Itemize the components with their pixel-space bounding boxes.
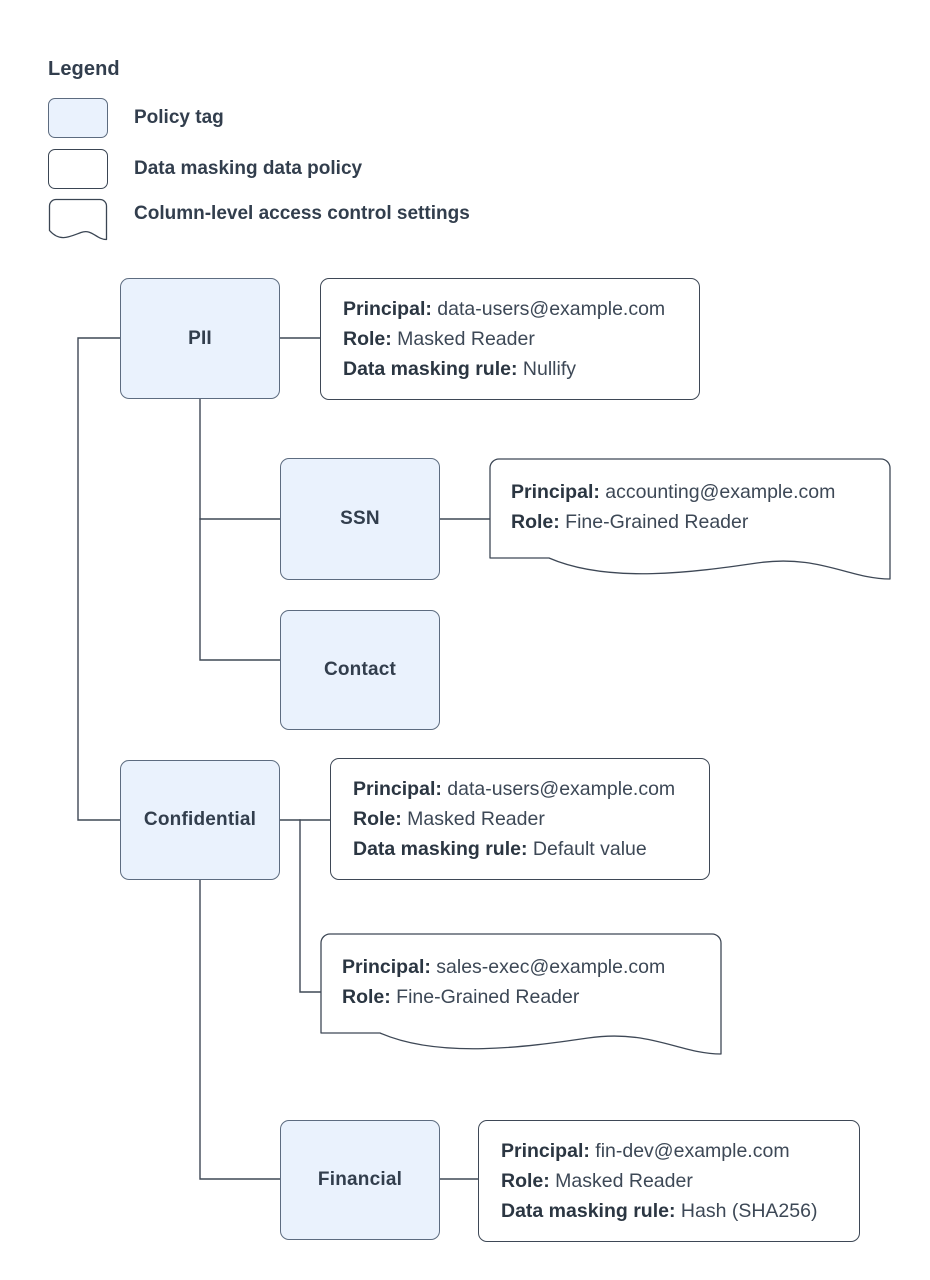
callout-line-key: Principal:: [501, 1140, 590, 1162]
callout-line-key: Role:: [501, 1170, 550, 1192]
callout-ssn-access-control[interactable]: Principal: accounting@example.com Role: …: [489, 458, 891, 584]
callout-confidential-data-policy[interactable]: Principal: data-users@example.com Role: …: [330, 758, 710, 880]
callout-line-value: Default value: [532, 838, 647, 860]
callout-line-key: Role:: [343, 328, 392, 350]
callout-line: Principal: sales-exec@example.com: [342, 952, 722, 982]
callout-pii-data-policy[interactable]: Principal: data-users@example.com Role: …: [320, 278, 700, 400]
policy-tag-label: Financial: [317, 1169, 403, 1190]
edge-confidential-to-financial: [199, 879, 281, 1180]
callout-line-value: Fine-Grained Reader: [565, 511, 749, 533]
callout-line-value: Masked Reader: [555, 1170, 693, 1192]
policy-tag-node-financial[interactable]: Financial: [280, 1120, 440, 1240]
callout-line-value: Masked Reader: [397, 328, 535, 350]
legend-swatch-data-masking-policy: [48, 149, 108, 189]
legend-label-policy-tag: Policy tag: [134, 107, 224, 128]
document-wavy-icon: [48, 198, 108, 241]
legend-label-access-control: Column-level access control settings: [134, 203, 470, 224]
callout-line-key: Principal:: [511, 481, 600, 503]
callout-line: Principal: accounting@example.com: [511, 477, 891, 507]
policy-tag-label: Contact: [323, 659, 397, 680]
callout-line: Data masking rule: Nullify: [343, 354, 699, 384]
callout-confidential-access-control[interactable]: Principal: sales-exec@example.com Role: …: [320, 933, 722, 1059]
callout-line: Role: Masked Reader: [343, 324, 699, 354]
policy-tag-node-pii[interactable]: PII: [120, 278, 280, 399]
callout-line-key: Data masking rule:: [501, 1200, 676, 1222]
callout-line-key: Data masking rule:: [343, 358, 518, 380]
edge-pii-to-contact: [199, 518, 281, 661]
policy-tag-label: Confidential: [143, 809, 257, 830]
callout-line-value: Nullify: [522, 358, 576, 380]
policy-tag-node-ssn[interactable]: SSN: [280, 458, 440, 580]
edge-confidential-to-acl: [299, 819, 321, 993]
callout-line-key: Principal:: [353, 778, 442, 800]
callout-financial-data-policy[interactable]: Principal: fin-dev@example.com Role: Mas…: [478, 1120, 860, 1242]
callout-line-value: accounting@example.com: [605, 481, 836, 503]
legend-swatch-policy-tag: [48, 98, 108, 138]
callout-line: Role: Fine-Grained Reader: [342, 982, 722, 1012]
callout-line: Role: Masked Reader: [501, 1166, 859, 1196]
callout-line-key: Principal:: [342, 956, 431, 978]
policy-tag-node-confidential[interactable]: Confidential: [120, 760, 280, 880]
callout-line-value: Hash (SHA256): [680, 1200, 818, 1222]
legend-label-data-masking-policy: Data masking data policy: [134, 158, 363, 179]
policy-tag-node-contact[interactable]: Contact: [280, 610, 440, 730]
callout-line-key: Principal:: [343, 298, 432, 320]
callout-line: Role: Masked Reader: [353, 804, 709, 834]
callout-line: Principal: data-users@example.com: [343, 294, 699, 324]
policy-tag-label: SSN: [340, 508, 380, 529]
legend-swatch-access-control: [48, 198, 108, 241]
callout-line-value: data-users@example.com: [447, 778, 676, 800]
callout-line-key: Role:: [353, 808, 402, 830]
callout-line-value: sales-exec@example.com: [436, 956, 666, 978]
callout-line-key: Role:: [342, 986, 391, 1008]
callout-line-value: fin-dev@example.com: [595, 1140, 790, 1162]
legend-title: Legend: [48, 58, 120, 80]
callout-line: Role: Fine-Grained Reader: [511, 507, 891, 537]
callout-line-value: Masked Reader: [407, 808, 545, 830]
callout-line: Data masking rule: Hash (SHA256): [501, 1196, 859, 1226]
edge-pii-to-ssn: [199, 398, 281, 520]
callout-line: Data masking rule: Default value: [353, 834, 709, 864]
callout-line: Principal: fin-dev@example.com: [501, 1136, 859, 1166]
callout-line: Principal: data-users@example.com: [353, 774, 709, 804]
callout-line-key: Data masking rule:: [353, 838, 528, 860]
callout-line-value: Fine-Grained Reader: [396, 986, 580, 1008]
callout-line-key: Role:: [511, 511, 560, 533]
policy-tag-label: PII: [188, 327, 212, 349]
callout-line-value: data-users@example.com: [437, 298, 666, 320]
edge-spine-pii: [77, 337, 121, 821]
